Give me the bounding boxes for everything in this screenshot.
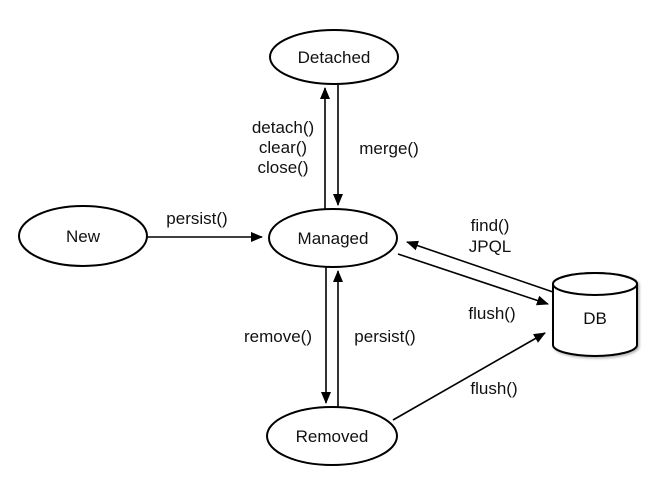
label-detach: detach() bbox=[252, 118, 314, 137]
node-managed-shape bbox=[268, 208, 398, 268]
label-flush-managed: flush() bbox=[468, 304, 515, 323]
label-close: close() bbox=[257, 158, 308, 177]
db-cylinder-top bbox=[552, 272, 638, 296]
label-clear: clear() bbox=[259, 138, 307, 157]
node-detached: Detached bbox=[269, 29, 399, 85]
node-managed: Managed bbox=[268, 208, 398, 268]
edge-find-db-to-managed bbox=[406, 240, 554, 293]
node-removed-shape bbox=[266, 406, 398, 466]
nodes-group: Detached New Managed Removed DB bbox=[18, 29, 638, 466]
node-new-label: New bbox=[66, 227, 101, 246]
node-managed-label: Managed bbox=[298, 229, 369, 248]
label-merge: merge() bbox=[359, 139, 419, 158]
label-flush-removed: flush() bbox=[470, 379, 517, 398]
node-db-label: DB bbox=[583, 309, 607, 328]
node-removed-label: Removed bbox=[296, 427, 369, 446]
edges-group bbox=[147, 84, 554, 421]
label-persist-new: persist() bbox=[166, 209, 227, 228]
label-remove: remove() bbox=[244, 327, 312, 346]
node-detached-shape bbox=[269, 29, 399, 85]
node-detached-label: Detached bbox=[298, 48, 371, 67]
label-jpql: JPQL bbox=[469, 237, 512, 256]
label-persist-removed: persist() bbox=[354, 327, 415, 346]
edge-flush-managed-to-db bbox=[397, 253, 549, 306]
label-find: find() bbox=[471, 216, 510, 235]
node-db-cylinder: DB bbox=[552, 272, 638, 357]
node-new: New bbox=[18, 205, 148, 267]
edge-flush-removed-to-db bbox=[392, 332, 546, 421]
node-removed: Removed bbox=[266, 406, 398, 466]
node-new-shape bbox=[18, 205, 148, 267]
edge-labels-group: persist() detach() clear() close() merge… bbox=[166, 118, 517, 398]
